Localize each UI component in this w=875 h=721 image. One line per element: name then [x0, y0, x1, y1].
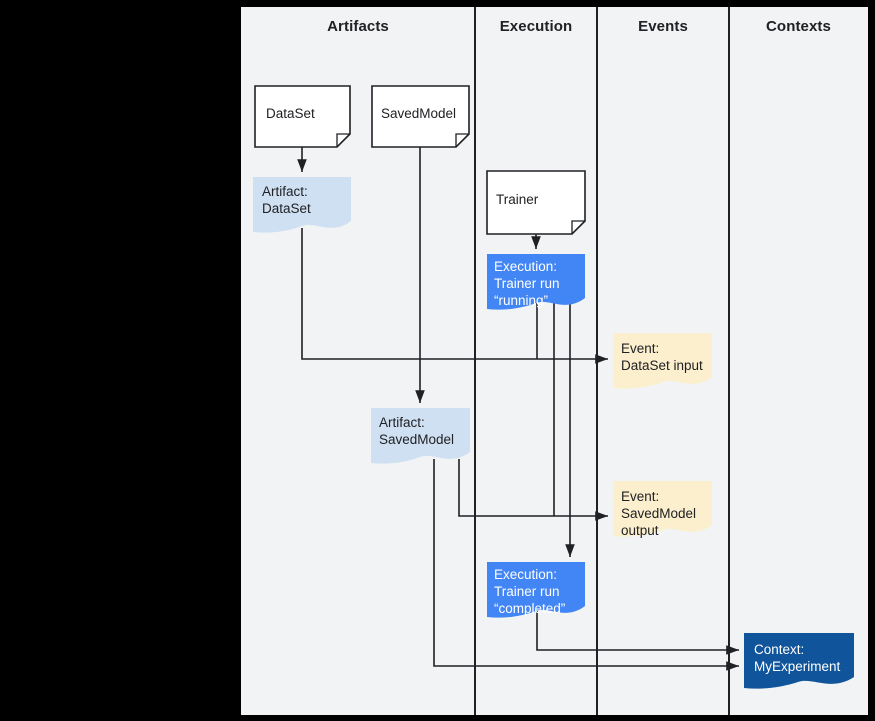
event-dataset-input-label: Event: DataSet input: [621, 341, 703, 373]
dataset-type-shape: [254, 85, 351, 148]
column-header-events: Events: [638, 18, 688, 35]
column-header-execution: Execution: [499, 18, 573, 35]
node-event-savedmodel-output[interactable]: [613, 481, 712, 537]
edge-execution-completed-to-context: [536, 611, 739, 655]
node-artifact-dataset[interactable]: [253, 177, 351, 233]
execution-completed-label: Execution: Trainer run “completed”: [494, 567, 566, 616]
savedmodel-type-fold-icon: [455, 133, 469, 147]
savedmodel-type-label: SavedModel: [381, 106, 457, 121]
execution-running-label: Execution: Trainer run “running”: [494, 259, 560, 308]
column-header-contexts: Contexts: [766, 18, 831, 35]
event-savedmodel-output-label: Event: SavedModel output: [621, 489, 697, 538]
artifact-dataset-label: Artifact: DataSet: [262, 184, 311, 216]
node-trainer-type[interactable]: [486, 170, 586, 235]
trainer-type-fold-icon: [571, 220, 585, 234]
dataset-type-label: DataSet: [266, 106, 315, 121]
edge-artifact-savedmodel-to-event-output: [458, 459, 608, 521]
node-execution-running[interactable]: [487, 254, 585, 310]
edge-artifact-dataset-to-event-input: [301, 228, 608, 364]
node-artifact-savedmodel[interactable]: [371, 408, 470, 464]
edge-artifact-savedmodel-to-context: [433, 459, 739, 671]
savedmodel-type-shape: [371, 85, 470, 148]
node-dataset-type[interactable]: [254, 85, 351, 148]
trainer-type-label: Trainer: [496, 192, 539, 207]
node-event-dataset-input[interactable]: [613, 333, 712, 389]
node-context-myexperiment[interactable]: [744, 633, 854, 689]
node-execution-completed[interactable]: [487, 562, 585, 618]
context-myexperiment-label: Context: MyExperiment: [754, 642, 841, 674]
column-header-artifacts: Artifacts: [327, 18, 389, 35]
trainer-type-shape: [486, 170, 586, 235]
node-savedmodel-type[interactable]: [371, 85, 470, 148]
dataset-type-fold-icon: [336, 133, 350, 147]
edges: [297, 147, 739, 671]
artifact-savedmodel-label: Artifact: SavedModel: [379, 415, 455, 447]
